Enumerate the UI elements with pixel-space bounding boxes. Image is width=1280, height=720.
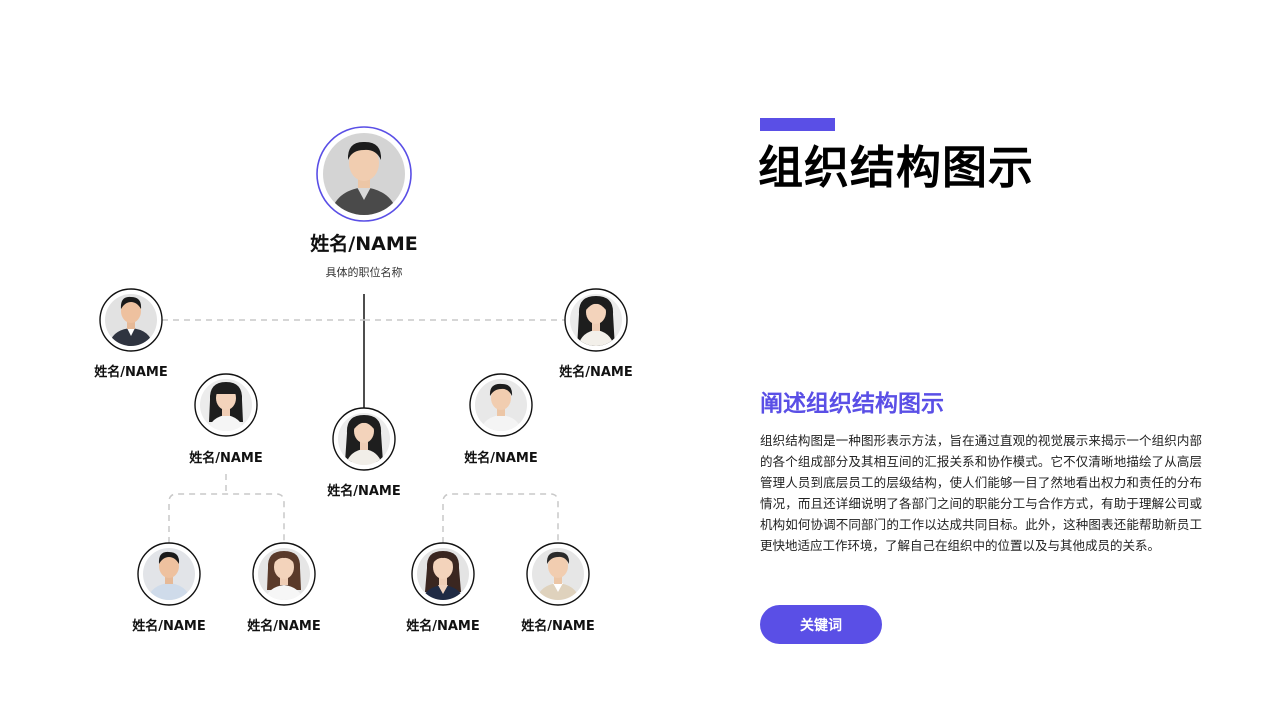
person-name: 姓名/NAME: [93, 364, 168, 380]
org-node-bottom-3: 姓名/NAME: [405, 542, 480, 634]
person-name: 姓名/NAME: [188, 450, 263, 466]
org-node-center: 姓名/NAME: [326, 407, 401, 499]
description-paragraph: 组织结构图是一种图形表示方法，旨在通过直观的视觉展示来揭示一个组织内部的各个组成…: [760, 433, 1202, 553]
avatar: [570, 294, 622, 346]
avatar: [323, 133, 405, 215]
person-name: 姓名/NAME: [131, 618, 206, 634]
connectors: [162, 294, 565, 543]
person-name: 姓名/NAME: [463, 450, 538, 466]
person-name: 姓名/NAME: [520, 618, 595, 634]
org-node-top: 姓名/NAME 具体的职位名称: [310, 126, 418, 279]
person-name: 姓名/NAME: [246, 618, 321, 634]
org-node-bottom-4: 姓名/NAME: [520, 542, 595, 634]
person-name: 姓名/NAME: [558, 364, 633, 380]
person-name: 姓名/NAME: [310, 232, 417, 255]
org-node-left-mid: 姓名/NAME: [188, 373, 263, 466]
connector-dashed-left-branch: [168, 474, 285, 543]
keyword-button[interactable]: 关键词: [760, 605, 882, 644]
accent-bar: [760, 118, 835, 131]
avatar: [338, 413, 390, 465]
connector-dashed-right-branch: [442, 493, 559, 543]
org-node-left-outer: 姓名/NAME: [93, 288, 168, 380]
org-node-bottom-1: 姓名/NAME: [131, 542, 206, 634]
avatar: [417, 548, 469, 600]
person-name: 姓名/NAME: [405, 618, 480, 634]
section-subtitle: 阐述组织结构图示: [760, 391, 944, 417]
org-node-bottom-2: 姓名/NAME: [246, 542, 321, 634]
person-name: 姓名/NAME: [326, 483, 401, 499]
avatar: [105, 294, 157, 346]
org-node-right-mid: 姓名/NAME: [463, 373, 538, 466]
page-title: 组织结构图示: [758, 141, 1035, 194]
person-role: 具体的职位名称: [326, 265, 403, 279]
org-node-right-outer: 姓名/NAME: [558, 288, 633, 380]
